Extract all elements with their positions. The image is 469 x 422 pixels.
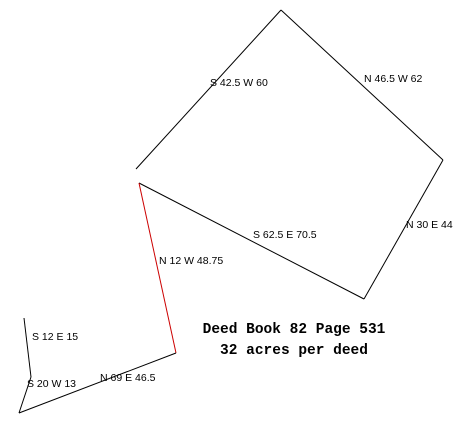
boundary-n46_5w62 (280, 9, 444, 161)
boundary-s12e15 (23, 317, 32, 378)
call-label-s12e15: S 12 E 15 (32, 331, 78, 343)
call-label-n30e44: N 30 E 44 (406, 219, 453, 231)
call-label-s20w13: S 20 W 13 (27, 378, 76, 390)
deed-acreage: 32 acres per deed (220, 343, 368, 359)
call-label-n69e46_5: N 69 E 46.5 (100, 372, 156, 384)
boundary-n69e46_5 (18, 352, 177, 414)
deed-title-block: Deed Book 82 Page 531 32 acres per deed (178, 320, 410, 362)
deed-book-reference: Deed Book 82 Page 531 (202, 322, 386, 338)
call-label-s42_5w60: S 42.5 W 60 (210, 77, 268, 89)
call-label-n46_5w62: N 46.5 W 62 (364, 73, 423, 85)
boundary-s62_5e70_5 (138, 182, 365, 300)
boundary-n30e44 (363, 159, 444, 300)
boundary-n12w48_75-highlighted (138, 182, 177, 354)
boundary-s20w13 (18, 376, 32, 414)
call-label-s62_5e70_5: S 62.5 E 70.5 (253, 229, 317, 241)
call-label-n12w48_75: N 12 W 48.75 (159, 255, 223, 267)
boundary-s42_5w60 (135, 9, 282, 170)
